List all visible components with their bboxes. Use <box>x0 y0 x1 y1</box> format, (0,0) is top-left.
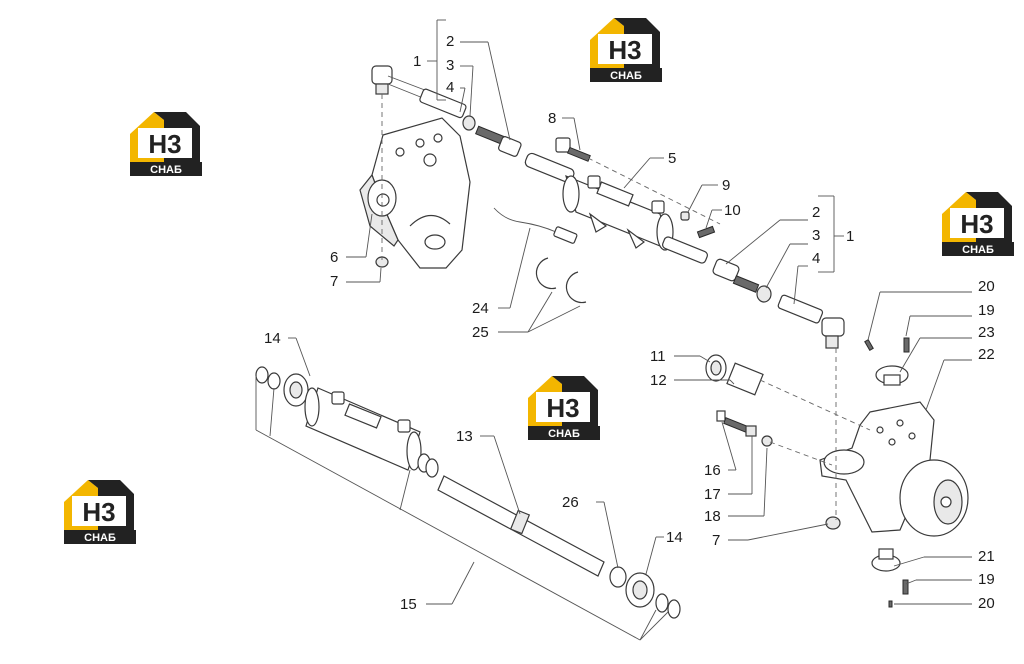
watermark-logo-caption: СНАБ <box>610 70 642 82</box>
callout-20: 20 <box>978 278 995 295</box>
watermark-logo-mark: H3 <box>82 497 115 527</box>
steering-cylinder-top <box>524 137 716 264</box>
watermark-logo-caption: СНАБ <box>84 532 116 544</box>
callout-5: 5 <box>668 150 676 167</box>
callout-13: 13 <box>456 428 473 445</box>
callout-19: 19 <box>978 302 995 319</box>
callout-21: 21 <box>978 548 995 565</box>
callout-18: 18 <box>704 508 721 525</box>
callout-20: 20 <box>978 595 995 612</box>
watermark-logo-mark: H3 <box>546 393 579 423</box>
callout-9: 9 <box>722 177 730 194</box>
callout-8: 8 <box>548 110 556 127</box>
tie-rod-right <box>712 258 845 349</box>
callout-4: 4 <box>812 250 820 267</box>
callout-22: 22 <box>978 346 995 363</box>
steering-cylinder-lower <box>255 366 681 619</box>
leader-lines <box>255 19 972 641</box>
callout-4: 4 <box>446 79 454 96</box>
steering-knuckle-left <box>359 117 471 269</box>
watermark-logo-caption: СНАБ <box>548 428 580 440</box>
callout-1: 1 <box>413 53 421 70</box>
callout-3: 3 <box>812 227 820 244</box>
callout-2: 2 <box>812 204 820 221</box>
watermark-logo-caption: СНАБ <box>962 244 994 256</box>
callout-10: 10 <box>724 202 741 219</box>
callout-24: 24 <box>472 300 489 317</box>
callout-17: 17 <box>704 486 721 503</box>
callout-14: 14 <box>264 330 281 347</box>
bushings <box>705 354 764 396</box>
sensor-and-circlips <box>493 207 587 304</box>
callout-25: 25 <box>472 324 489 341</box>
callout-16: 16 <box>704 462 721 479</box>
callout-15: 15 <box>400 596 417 613</box>
watermark-logo-mark: H3 <box>960 209 993 239</box>
callout-11: 11 <box>650 348 666 365</box>
callout-7: 7 <box>330 273 338 290</box>
callout-19: 19 <box>978 571 995 588</box>
callout-labels: 1 2 3 4 5 6 7 8 9 10 2 3 4 1 24 25 20 19… <box>264 33 995 613</box>
callout-1: 1 <box>846 228 854 245</box>
callout-14: 14 <box>666 529 683 546</box>
callout-23: 23 <box>978 324 995 341</box>
callout-6: 6 <box>330 249 338 266</box>
callout-7: 7 <box>712 532 720 549</box>
callout-3: 3 <box>446 57 454 74</box>
watermark-logo-mark: H3 <box>148 129 181 159</box>
assembly-axis-lines <box>381 94 871 520</box>
watermark-logo-caption: СНАБ <box>150 164 182 176</box>
callout-12: 12 <box>650 372 667 389</box>
bolt-nut-washer <box>716 410 773 447</box>
steering-knuckle-right <box>819 337 969 608</box>
tie-rod-left <box>371 65 522 157</box>
callout-26: 26 <box>562 494 579 511</box>
callout-2: 2 <box>446 33 454 50</box>
watermark-logo-mark: H3 <box>608 35 641 65</box>
